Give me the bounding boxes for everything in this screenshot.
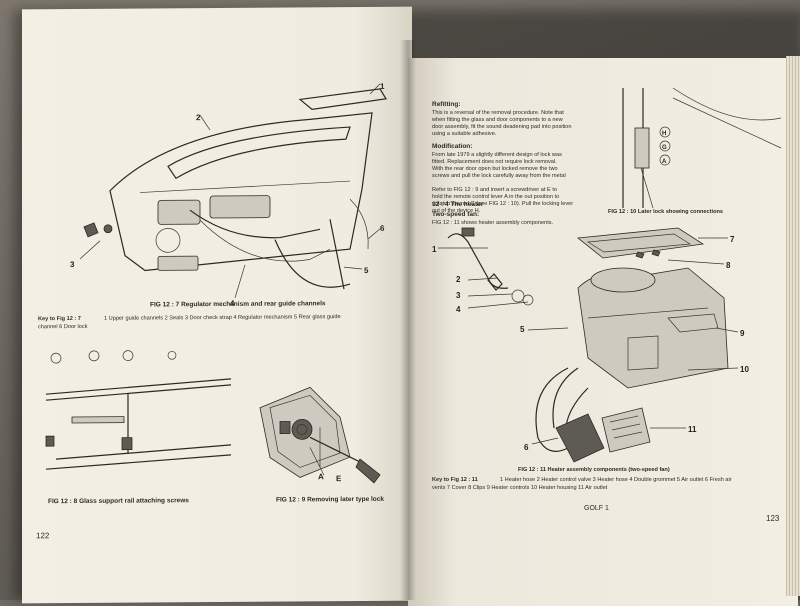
fig-12-7-callout-3: 3 — [70, 260, 75, 269]
modification-line-4: screws and pull the lock carefully away … — [432, 173, 566, 179]
right-page: Refitting: This is a reversal of the rem… — [408, 58, 798, 606]
fig-12-9-caption: FIG 12 : 9 Removing later type lock — [276, 495, 385, 504]
fig-12-10-illustration: H G A — [622, 88, 782, 209]
refitting-line-3: door assembly, fit the sound deadening p… — [432, 124, 572, 130]
fig-12-11-callout-9: 9 — [740, 329, 745, 338]
fig-12-9-callout-A: A — [318, 472, 324, 481]
fig-12-7-key-line2: channel 6 Door lock — [38, 323, 88, 331]
fig-12-11-key-title: Key to Fig 12 : 11 — [432, 477, 478, 483]
fig-12-11-caption: FIG 12 : 11 Heater assembly components (… — [518, 467, 670, 473]
modification-line-3: With the rear door open but locked remov… — [432, 166, 558, 172]
fig-12-11-callout-7: 7 — [730, 235, 735, 244]
refitting-line-1: This is a reversal of the removal proced… — [432, 110, 564, 116]
modification-line-6: Refer to FIG 12 : 9 and insert a screwdr… — [432, 187, 557, 193]
fig-12-11-key-line1: 1 Heater hose 2 Heater control valve 3 H… — [500, 477, 732, 483]
fig-12-11-key-line2: vents 7 Cover 8 Clips 9 Heater controls … — [432, 485, 608, 491]
fig-12-11-callout-1: 1 — [432, 245, 437, 254]
fig-12-11-callout-4: 4 — [456, 305, 461, 314]
fig-12-11-callout-2: 2 — [456, 275, 461, 284]
book-gutter — [400, 40, 416, 600]
right-page-number: 123 — [766, 514, 780, 523]
modification-line-1: From late 1979 a slightly different desi… — [432, 152, 562, 158]
page-edges — [786, 56, 800, 596]
fig-12-11-callout-5: 5 — [520, 325, 525, 334]
fig-12-11-callout-11: 11 — [688, 425, 697, 434]
fig-12-7-callout-1: 1 — [380, 82, 385, 91]
modification-line-2: fitted. Replacement does not require loc… — [432, 159, 557, 165]
fig-12-9-callout-E: E — [336, 474, 342, 483]
fig-12-10-caption: FIG 12 : 10 Later lock showing connectio… — [608, 209, 724, 215]
section-heading: 12 : 4 The heater — [432, 201, 484, 208]
fig-12-7-caption: FIG 12 : 7 Regulator mechanism and rear … — [150, 300, 326, 309]
modification-line-9: out of the device H. — [432, 208, 481, 214]
left-page-number: 122 — [36, 531, 50, 541]
fig-12-11-callout-6: 6 — [524, 443, 529, 452]
subsection-text: FIG 12 : 11 shows heater assembly compon… — [432, 220, 554, 226]
left-page: 1 2 3 4 5 6 FIG 12 : 7 Regulator mechani… — [22, 6, 412, 604]
fig-12-7-callout-2: 2 — [196, 113, 201, 122]
fig-12-7-callout-5: 5 — [364, 266, 369, 275]
fig-12-9-illustration: A E — [259, 386, 381, 484]
refitting-heading: Refitting: — [432, 101, 461, 108]
refitting-line-4: using a suitable adhesive. — [432, 131, 497, 137]
fig-12-11-callout-10: 10 — [740, 365, 749, 374]
modification-heading: Modification: — [432, 143, 473, 150]
fig-12-10-callout-G: G — [662, 145, 667, 151]
modification-line-8: unlatch the rod G (see FIG 12 : 10). Pul… — [432, 201, 574, 207]
fig-12-11-callout-3: 3 — [456, 291, 461, 300]
fig-12-11-illustration: 1 2 3 4 5 6 7 8 9 10 11 — [432, 227, 749, 463]
fig-12-7-illustration: 1 2 3 4 5 6 — [70, 82, 387, 308]
fig-12-8-caption: FIG 12 : 8 Glass support rail attaching … — [48, 497, 189, 506]
subsection-heading: Two-speed fan: — [432, 211, 480, 218]
fig-12-7-callout-6: 6 — [380, 224, 385, 233]
fig-12-7-key-line1: 1 Upper guide channels 2 Seals 3 Door ch… — [104, 314, 341, 322]
footer-title: GOLF 1 — [584, 505, 609, 512]
modification-line-7: hold the remote control lever A in the o… — [432, 194, 560, 200]
refitting-line-2: when fitting the glass and door componen… — [432, 117, 563, 123]
fig-12-11-callout-8: 8 — [726, 261, 731, 270]
fig-12-7-callout-4: 4 — [230, 299, 235, 308]
fig-12-8-illustration — [45, 350, 232, 470]
fig-12-10-callout-H: H — [662, 131, 666, 137]
fig-12-10-callout-A: A — [662, 159, 667, 165]
